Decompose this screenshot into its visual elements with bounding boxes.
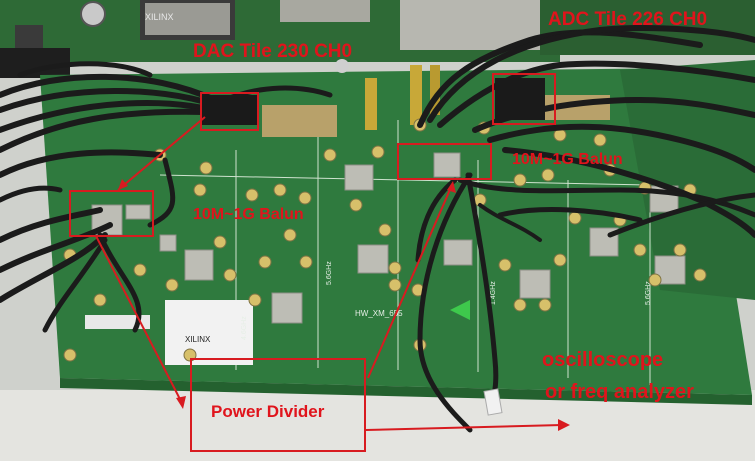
- oscilloscope-label: oscilloscope: [542, 349, 664, 371]
- freq-mark-c: 1.4GHz: [490, 281, 497, 305]
- freq-mark-d: 5.6GHz: [645, 281, 652, 305]
- cable-tip: [483, 388, 503, 416]
- coax-cables: [0, 25, 755, 433]
- dac-connector-block: [202, 95, 257, 125]
- adc-highlight-box: [492, 73, 556, 125]
- freq-mark-b: 5.6GHz: [326, 261, 333, 285]
- metal-components: [91, 152, 686, 324]
- power-divider-label: Power Divider: [211, 402, 325, 421]
- arrow-heads: [118, 179, 570, 431]
- dac-tile-label: DAC Tile 230 CH0: [193, 41, 353, 62]
- sma-connectors: [63, 118, 707, 362]
- balun-right-box: [397, 143, 492, 180]
- freq-analyzer-label: or freq analyzer: [545, 381, 694, 403]
- freq-mark-a: 4.6GHz: [241, 316, 248, 340]
- adc-connector-block: [495, 78, 545, 120]
- balun-left-label: 10M~1G Balun: [193, 206, 304, 223]
- power-divider-box: [190, 358, 366, 452]
- board-id: HW_XM_655: [355, 309, 403, 318]
- balun-left-box: [69, 190, 154, 237]
- annotation-boxes: [69, 73, 556, 237]
- dac-highlight-box: [200, 92, 259, 131]
- xilinx-logo-top: XILINX: [145, 12, 174, 22]
- xilinx-logo-bottom: XILINX: [185, 335, 211, 344]
- upper-board: XILINX: [0, 0, 755, 78]
- main-pcb: XILINX HW_XM_655 4.6GHz 5.6GHz 1.4GHz 5.…: [40, 59, 755, 405]
- adc-tile-label: ADC Tile 226 CH0: [548, 9, 708, 30]
- balun-right-label: 10M~1G Balun: [512, 151, 623, 168]
- annotation-arrows: [95, 116, 563, 431]
